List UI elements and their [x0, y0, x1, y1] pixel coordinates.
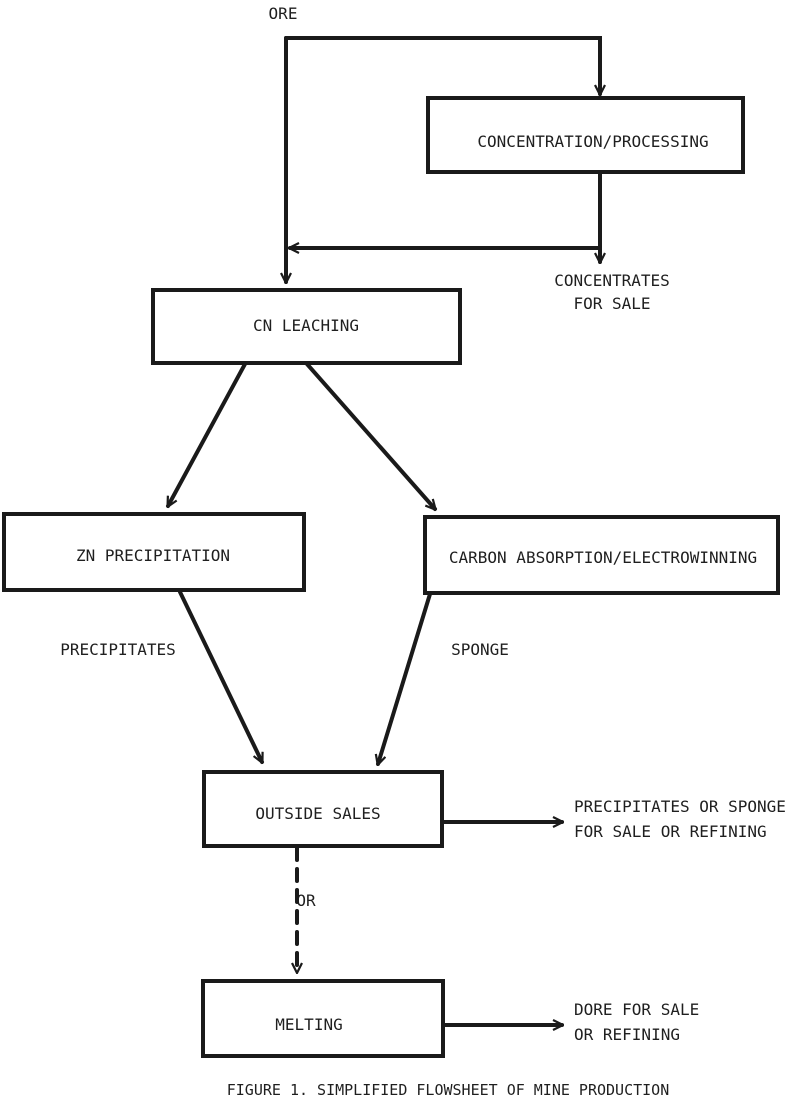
figure-caption: FIGURE 1. SIMPLIFIED FLOWSHEET OF MINE P… [227, 1081, 670, 1099]
melting-label: MELTING [275, 1015, 342, 1034]
ore-label: ORE [269, 4, 298, 23]
concentration-processing-label: CONCENTRATION/PROCESSING [477, 132, 708, 151]
carbon-absorption-label: CARBON ABSORPTION/ELECTROWINNING [449, 548, 757, 567]
dore-sale-line2: OR REFINING [574, 1025, 680, 1044]
outside-sales-box [202, 770, 444, 848]
cn-leaching-label: CN LEACHING [253, 316, 359, 335]
leaching-to-carbon-arrow [305, 362, 435, 509]
outside-sales-label: OUTSIDE SALES [255, 804, 380, 823]
concentrates-label-line1: CONCENTRATES [554, 271, 670, 290]
carbon-to-outside-sales-arrow [378, 592, 432, 764]
precipitates-edge-label: PRECIPITATES [60, 640, 176, 659]
melting-box [201, 979, 445, 1058]
carbon-absorption-box [423, 515, 780, 595]
dore-sale-line1: DORE FOR SALE [574, 1000, 699, 1019]
zn-precipitation-box [2, 512, 306, 592]
ore-to-concentration-arrow [284, 36, 600, 96]
concentrates-label-line2: FOR SALE [573, 294, 650, 313]
zn-to-outside-sales-arrow [178, 590, 264, 762]
concentration-processing-box [426, 96, 745, 174]
sponge-edge-label: SPONGE [451, 640, 509, 659]
or-label: OR [296, 891, 316, 910]
precip-sponge-sale-line2: FOR SALE OR REFINING [574, 822, 767, 841]
precip-sponge-sale-line1: PRECIPITATES OR SPONGE [574, 797, 786, 816]
zn-precipitation-label: ZN PRECIPITATION [76, 546, 230, 565]
leaching-to-zn-arrow [166, 362, 247, 506]
